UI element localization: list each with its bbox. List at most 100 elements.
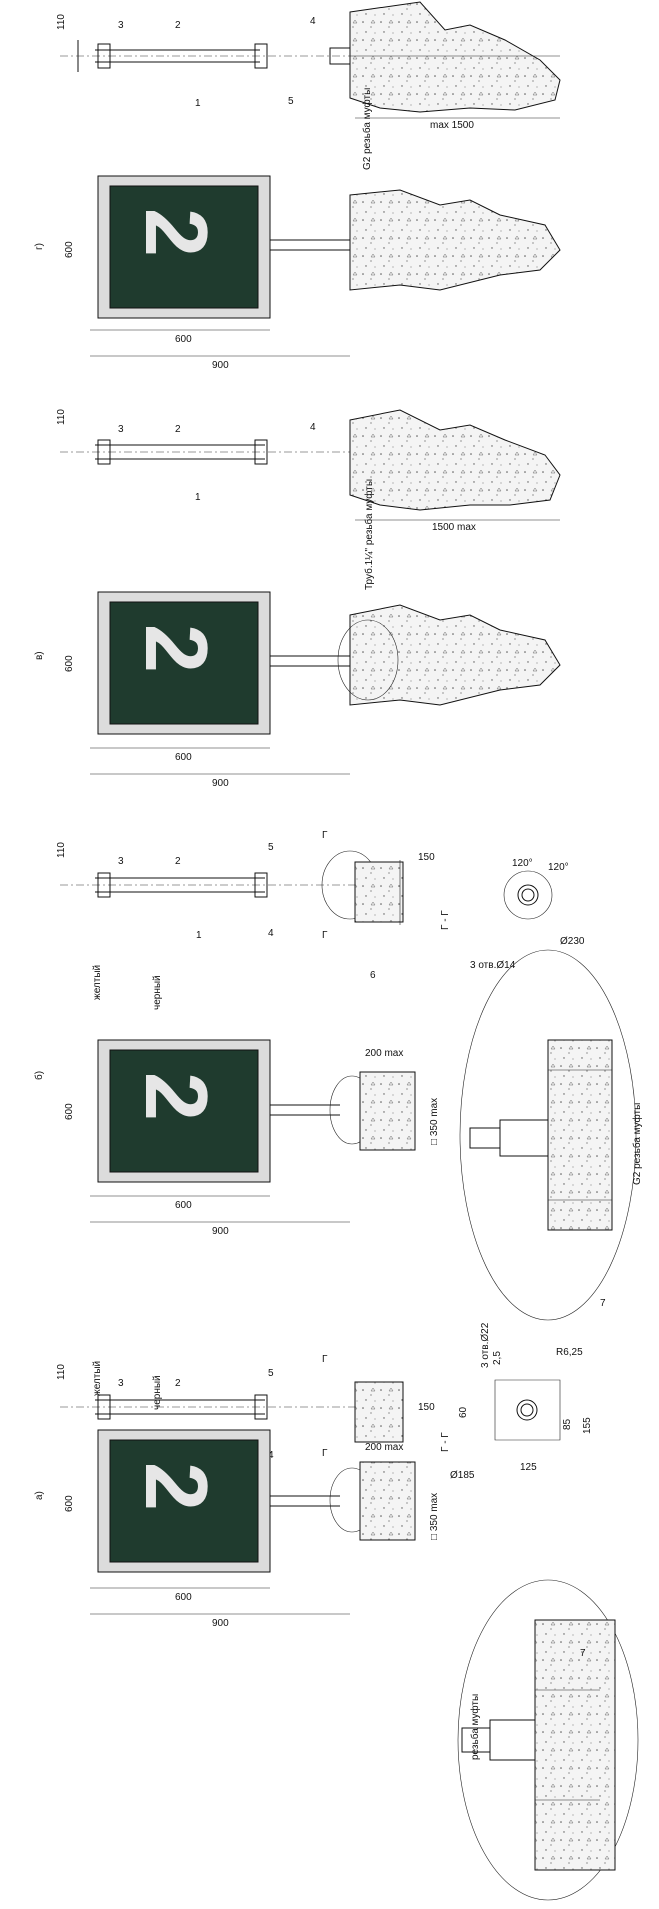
callout-2: 2 [175, 20, 181, 31]
pipe-circle [516, 1399, 538, 1421]
flange [499, 1119, 549, 1157]
angle-label: 120° [548, 862, 569, 873]
callout-2: 2 [175, 856, 181, 867]
color-label-black: черный [152, 975, 163, 1010]
clamp [254, 43, 268, 69]
front-view: 2 Труб.1¼" резьба муфты 600 900 600 [64, 479, 561, 789]
dim-155: 155 [582, 1417, 593, 1434]
cut-mark: Г [322, 1448, 328, 1459]
detail-ellipse [457, 1579, 639, 1901]
color-label-black: черный [152, 1375, 163, 1410]
panel-g: г) max 1500 110 3 2 4 1 5 2 [34, 1, 561, 371]
concrete-block [359, 1461, 416, 1541]
concrete-body [349, 1, 561, 113]
callout-2: 2 [175, 424, 181, 435]
front-view: желтый черный 2 200 max □ 350 max 600 90… [64, 965, 440, 1237]
section-view: Г - Г 120° 120° 3 отв.Ø14 Ø230 [440, 858, 585, 971]
coupling-label: G2 резьба муфты [361, 88, 373, 170]
coupling-label: G2 резьба муфты [631, 1103, 643, 1185]
panel-label: в) [34, 651, 45, 660]
callout-3: 3 [118, 856, 124, 867]
detail-ellipse [459, 949, 637, 1321]
section-label: Г - Г [440, 910, 451, 930]
cut-mark: Г [322, 1354, 328, 1365]
dim-150: 150 [418, 852, 435, 863]
diameter-label: Ø185 [450, 1470, 475, 1481]
color-label-yellow: желтый [92, 1361, 103, 1396]
concrete-block [534, 1619, 616, 1871]
panel-label: б) [33, 1071, 45, 1080]
section-view: Г - Г 3 отв.Ø22 R6,25 2,5 60 85 155 Ø185… [440, 1322, 593, 1481]
clamp [254, 1394, 268, 1420]
coupling-label: резьба муфты [469, 1694, 481, 1760]
dim-125: 125 [520, 1462, 537, 1473]
callout-1: 1 [196, 930, 202, 941]
concrete-block [354, 1381, 404, 1443]
dim-900: 900 [212, 360, 229, 371]
cut-mark: Г [322, 930, 328, 941]
callout-7: 7 [580, 1648, 586, 1659]
front-view: желтый черный 2 200 max □ 350 max 600 90… [64, 1361, 440, 1629]
dim-600-height: 600 [64, 1495, 75, 1512]
callout-3: 3 [118, 20, 124, 31]
sign-number: 2 [127, 1462, 226, 1511]
square-dim: □ 350 max [429, 1493, 440, 1540]
angle-label: 120° [512, 858, 533, 869]
callout-2: 2 [175, 1378, 181, 1389]
callout-6: 6 [370, 970, 376, 981]
coupling-label: Труб.1¼" резьба муфты [363, 479, 375, 590]
panel-a: а) 150 Г Г 110 3 2 5 1 4 6 Г - Г 3 отв.Ø… [34, 1322, 639, 1901]
callout-5: 5 [268, 1368, 274, 1379]
pipe-end [469, 1127, 501, 1149]
sign-number: 2 [127, 1072, 226, 1121]
clamp [97, 1394, 111, 1420]
dim-150: 150 [418, 1402, 435, 1413]
panel-b: б) 150 Г Г 110 3 2 5 1 4 6 Г - Г [33, 830, 643, 1321]
dim-600-width: 600 [175, 1592, 192, 1603]
depth-dim: 200 max [365, 1048, 403, 1059]
section-label: Г - Г [440, 1432, 451, 1452]
dim-600-width: 600 [175, 334, 192, 345]
dim-900: 900 [212, 778, 229, 789]
cut-mark: Г [322, 830, 328, 841]
sign-face [109, 185, 259, 309]
depth-dim: max 1500 [430, 120, 474, 131]
dim-900: 900 [212, 1226, 229, 1237]
sign-number: 2 [127, 624, 226, 673]
callout-1: 1 [195, 98, 201, 109]
dim-900: 900 [212, 1618, 229, 1629]
panel-v: в) 1500 max 110 3 2 4 1 2 Труб.1¼" резьб… [34, 409, 561, 789]
callout-4: 4 [310, 16, 316, 27]
callout-4: 4 [268, 1450, 274, 1461]
dim-85: 85 [562, 1418, 573, 1430]
side-view: 1500 max 110 3 2 4 1 [56, 409, 561, 533]
panel-label: г) [34, 243, 45, 250]
detail-circle [337, 619, 399, 701]
dim-110: 110 [56, 1364, 67, 1380]
dim-600-width: 600 [175, 752, 192, 763]
depth-dim: 200 max [365, 1442, 403, 1453]
callout-3: 3 [118, 424, 124, 435]
callout-1: 1 [195, 492, 201, 503]
concrete-body [349, 604, 561, 706]
callout-5: 5 [268, 842, 274, 853]
pipe-inner [520, 1403, 534, 1417]
dim-110: 110 [56, 14, 67, 30]
sign-face [109, 601, 259, 725]
sign-face [109, 1439, 259, 1563]
color-label-yellow: желтый [92, 965, 103, 1000]
dim-110: 110 [56, 409, 67, 425]
dim-600-height: 600 [64, 241, 75, 258]
panel-label: а) [34, 1491, 45, 1500]
clamp [254, 439, 268, 465]
callout-7: 7 [600, 1298, 606, 1309]
base-plate [494, 1379, 561, 1441]
pipe-circle [517, 884, 539, 906]
side-view: 150 Г Г 110 3 2 5 1 4 6 [56, 1354, 435, 1501]
callout-4: 4 [268, 928, 274, 939]
pipe-inner [521, 888, 535, 902]
dim-600-width: 600 [175, 1200, 192, 1211]
depth-dim: 1500 max [432, 522, 476, 533]
concrete-body [349, 409, 561, 511]
